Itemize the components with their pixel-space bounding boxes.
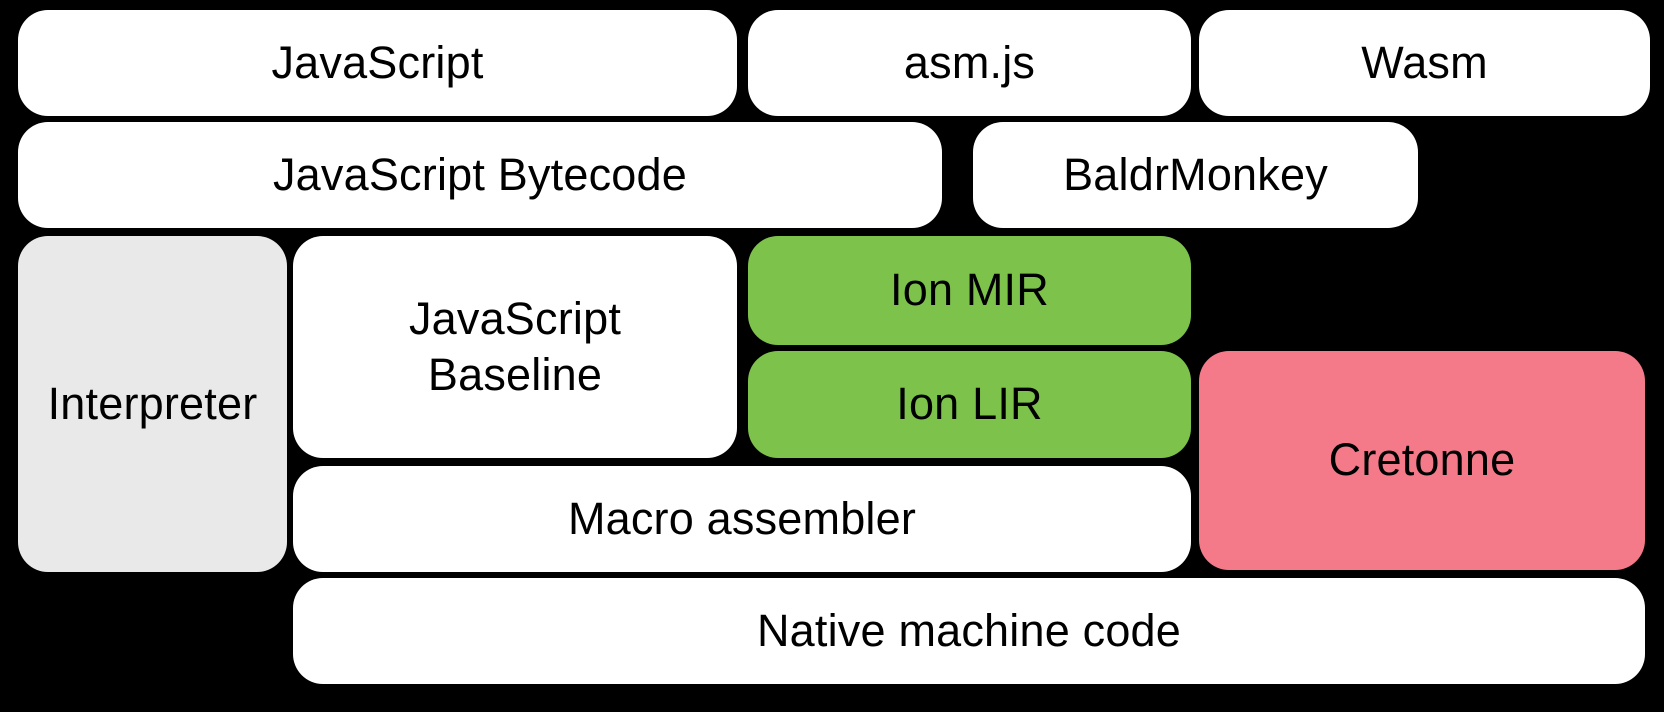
node-native-machine-code: Native machine code <box>293 578 1645 684</box>
node-javascript: JavaScript <box>18 10 737 116</box>
node-javascript-bytecode: JavaScript Bytecode <box>18 122 942 228</box>
node-asm-js: asm.js <box>748 10 1191 116</box>
node-cretonne: Cretonne <box>1199 351 1645 570</box>
node-asm-js-label: asm.js <box>903 36 1036 88</box>
node-baldrmonkey-label: BaldrMonkey <box>1063 148 1328 200</box>
node-interpreter: Interpreter <box>18 236 287 572</box>
node-wasm-label: Wasm <box>1361 36 1488 88</box>
node-ion-lir-label: Ion LIR <box>896 378 1043 430</box>
node-native-machine-code-label: Native machine code <box>756 604 1182 656</box>
node-macro-assembler: Macro assembler <box>293 466 1191 572</box>
node-javascript-bytecode-label: JavaScript Bytecode <box>272 148 687 200</box>
node-javascript-label: JavaScript <box>271 36 484 88</box>
node-javascript-baseline-label: JavaScript Baseline <box>408 292 622 400</box>
node-macro-assembler-label: Macro assembler <box>567 492 917 544</box>
node-interpreter-label: Interpreter <box>47 377 258 429</box>
node-baldrmonkey: BaldrMonkey <box>973 122 1418 228</box>
node-ion-lir: Ion LIR <box>748 351 1191 458</box>
node-cretonne-label: Cretonne <box>1328 434 1516 486</box>
node-wasm: Wasm <box>1199 10 1650 116</box>
node-javascript-baseline: JavaScript Baseline <box>293 236 737 458</box>
node-ion-mir: Ion MIR <box>748 236 1191 345</box>
node-ion-mir-label: Ion MIR <box>890 264 1049 316</box>
